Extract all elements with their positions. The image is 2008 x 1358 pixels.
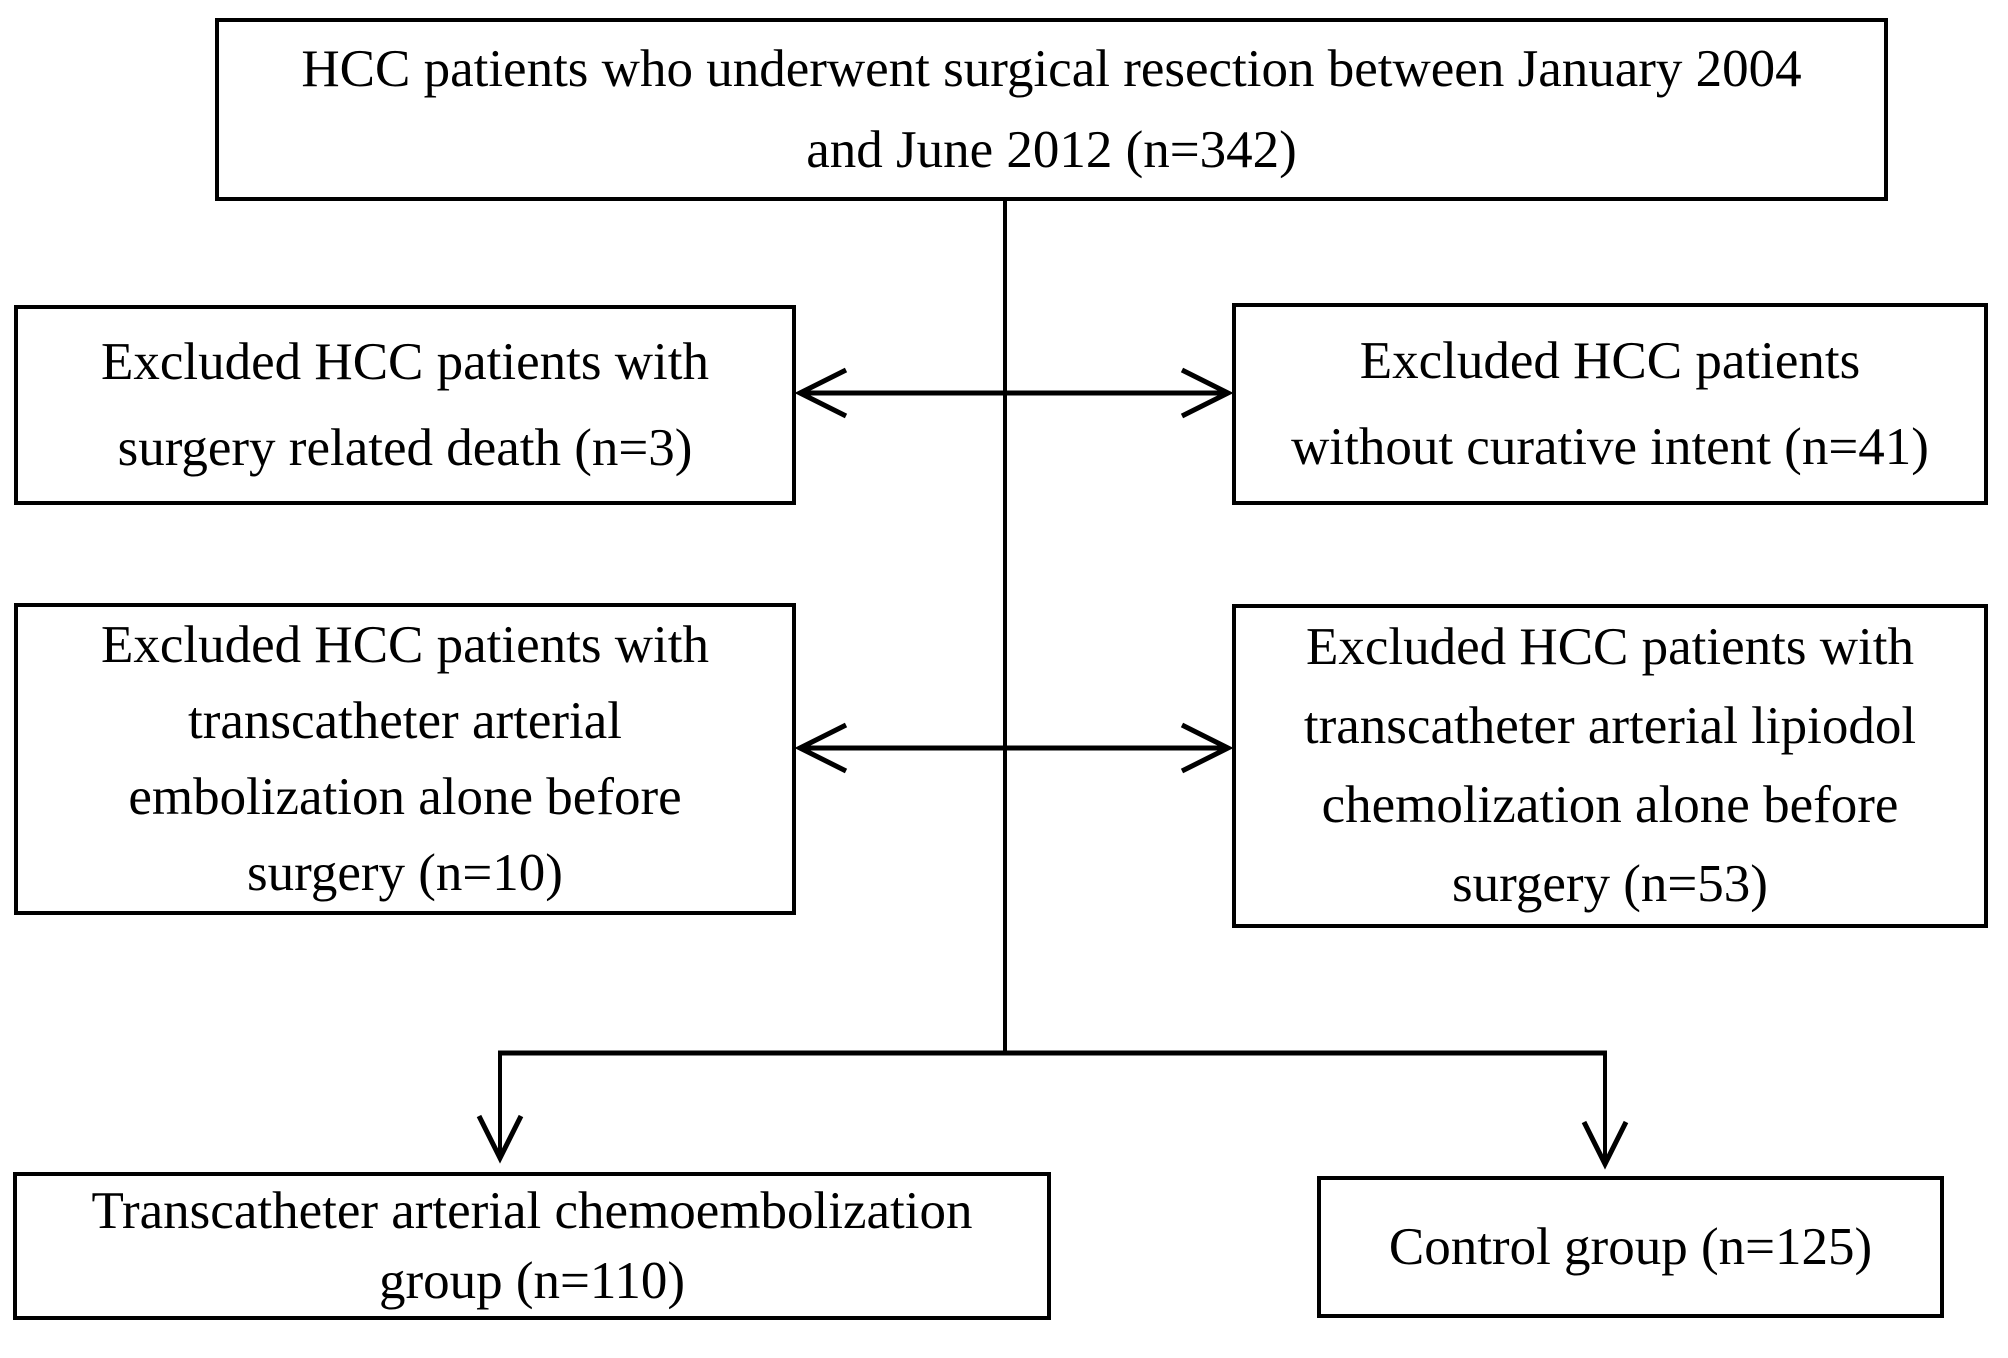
branch-drop-left-arrowhead-icon xyxy=(476,1114,524,1164)
node-excluded-lipiodol-alone-line-2: transcatheter arterial lipiodol xyxy=(1303,697,1917,755)
exclusion-arrow-row2-right-arrowhead-icon xyxy=(1180,722,1234,774)
node-excluded-tae-alone-line-3: embolization alone before xyxy=(128,768,682,826)
exclusion-arrow-row2-left-arrowhead-icon xyxy=(794,722,848,774)
node-tace-group-line-1: Transcatheter arterial chemoembolization xyxy=(91,1182,973,1240)
node-excluded-tae-alone: Excluded HCC patients with transcatheter… xyxy=(14,603,796,915)
node-excluded-surgery-death-line-2: surgery related death (n=3) xyxy=(117,419,693,477)
node-control-group: Control group (n=125) xyxy=(1317,1176,1944,1318)
node-excluded-no-curative-intent: Excluded HCC patients without curative i… xyxy=(1232,303,1988,505)
node-enrollment-line-1: HCC patients who underwent surgical rese… xyxy=(301,39,1802,98)
node-excluded-no-curative-intent-line-2: without curative intent (n=41) xyxy=(1291,418,1929,476)
node-enrollment: HCC patients who underwent surgical rese… xyxy=(215,18,1888,201)
node-tace-group-line-2: group (n=110) xyxy=(378,1252,686,1310)
node-excluded-surgery-death: Excluded HCC patients with surgery relat… xyxy=(14,305,796,505)
branch-drop-right-arrowhead-icon xyxy=(1581,1120,1629,1170)
node-excluded-tae-alone-line-4: surgery (n=10) xyxy=(247,844,563,902)
node-tace-group: Transcatheter arterial chemoembolization… xyxy=(13,1172,1051,1320)
node-excluded-lipiodol-alone: Excluded HCC patients with transcatheter… xyxy=(1232,604,1988,928)
exclusion-arrow-row1-right-arrowhead-icon xyxy=(1180,367,1234,419)
node-excluded-tae-alone-line-2: transcatheter arterial xyxy=(187,692,622,750)
node-excluded-tae-alone-line-1: Excluded HCC patients with xyxy=(101,616,709,674)
node-excluded-no-curative-intent-line-1: Excluded HCC patients xyxy=(1359,332,1861,390)
node-excluded-lipiodol-alone-line-1: Excluded HCC patients with xyxy=(1306,618,1914,676)
node-enrollment-line-2: and June 2012 (n=342) xyxy=(806,120,1297,179)
exclusion-arrow-row1-left-arrowhead-icon xyxy=(794,367,848,419)
node-excluded-surgery-death-line-1: Excluded HCC patients with xyxy=(101,333,709,391)
node-excluded-lipiodol-alone-line-4: surgery (n=53) xyxy=(1452,855,1768,913)
node-control-group-line-1: Control group (n=125) xyxy=(1388,1218,1873,1276)
node-excluded-lipiodol-alone-line-3: chemolization alone before xyxy=(1321,776,1899,834)
